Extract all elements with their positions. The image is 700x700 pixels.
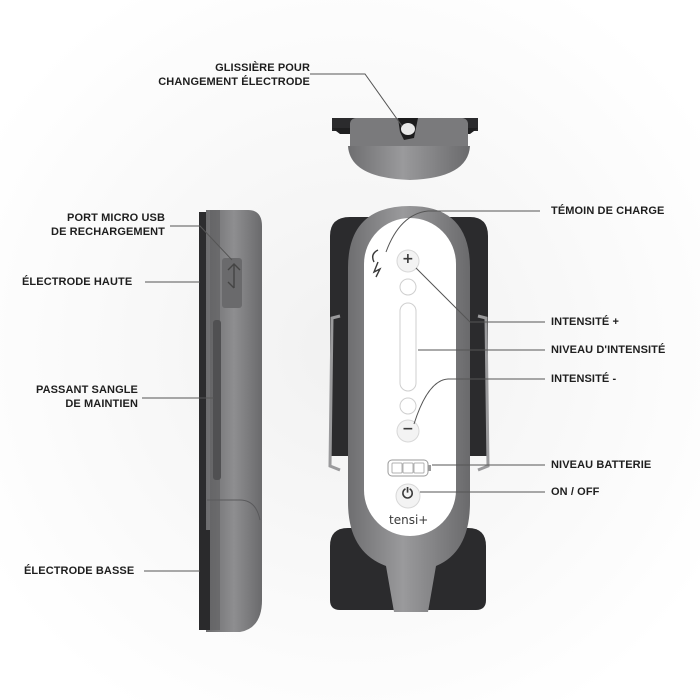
brand-logo: tensi+	[389, 513, 429, 527]
top-view-slider	[332, 118, 478, 180]
label-bottom-electrode: ÉLECTRODE BASSE	[24, 565, 135, 577]
label-strap: PASSANT SANGLE DE MAINTIEN	[35, 384, 138, 410]
intensity-plus-button[interactable]	[396, 249, 420, 273]
battery-level-indicator	[387, 459, 431, 477]
leader-lines	[142, 73, 545, 572]
label-intensity-plus: INTENSITÉ +	[551, 316, 620, 328]
side-view	[199, 210, 262, 632]
intensity-track	[399, 302, 417, 392]
label-battery-level: NIVEAU BATTERIE	[551, 459, 652, 471]
label-intensity-minus: INTENSITÉ -	[551, 373, 617, 385]
label-top-electrode: ÉLECTRODE HAUTE	[22, 276, 133, 288]
front-view	[328, 206, 490, 612]
power-button[interactable]	[395, 483, 421, 509]
label-charge-indicator: TÉMOIN DE CHARGE	[551, 205, 665, 217]
plus-symbol: +	[402, 251, 414, 267]
power-icon: ⏻	[402, 486, 414, 502]
label-intensity-level: NIVEAU D'INTENSITÉ	[551, 344, 666, 356]
label-usb-port: PORT MICRO USB DE RECHARGEMENT	[51, 212, 165, 238]
intensity-minus-button[interactable]	[396, 419, 420, 443]
minus-symbol: −	[402, 421, 414, 437]
label-on-off: ON / OFF	[551, 486, 600, 498]
strap-loop	[328, 314, 341, 472]
label-slider: GLISSIÈRE POUR CHANGEMENT ÉLECTRODE	[158, 62, 310, 88]
